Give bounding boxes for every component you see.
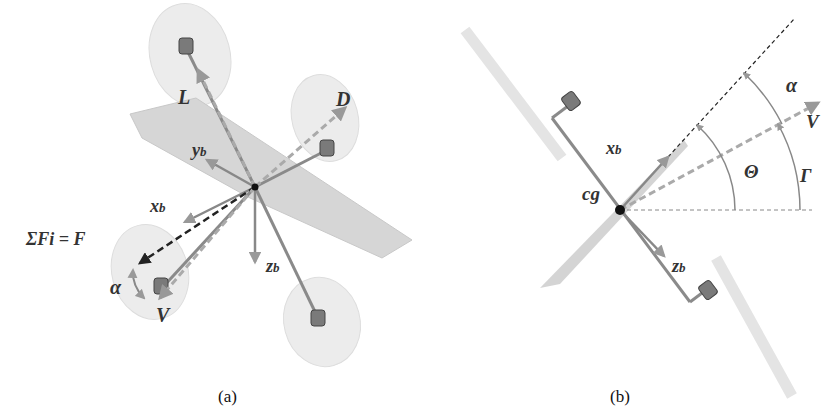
angle-geometry (620, 18, 818, 256)
angle-label: Θ (744, 162, 759, 183)
force-label: L (178, 86, 190, 108)
axis-label: xb (606, 138, 622, 158)
center-dot (252, 184, 259, 191)
force-label: ΣFi = F (26, 230, 85, 250)
angle-label: α (110, 276, 121, 298)
force-vectors (133, 70, 345, 298)
velocity-label: V (806, 112, 819, 133)
panel-label: (b) (610, 388, 630, 407)
velocity-label: V (156, 304, 169, 326)
propeller-bars (465, 30, 792, 396)
motors-b (561, 90, 719, 300)
motors (154, 38, 334, 326)
cg-dot (615, 205, 625, 215)
arms (162, 50, 327, 318)
force-label: D (336, 88, 350, 110)
axis-label: xb (150, 196, 166, 216)
axis-label: zb (672, 256, 686, 276)
point-label: cg (582, 184, 600, 205)
frame (552, 106, 706, 302)
panel-label: (a) (218, 388, 237, 407)
wing (130, 98, 412, 258)
wing-edge (540, 140, 688, 288)
angle-label: Γ (800, 166, 811, 187)
axis-label: yb (192, 140, 207, 160)
axis-label: zb (266, 256, 280, 276)
angle-label: α (786, 74, 797, 96)
